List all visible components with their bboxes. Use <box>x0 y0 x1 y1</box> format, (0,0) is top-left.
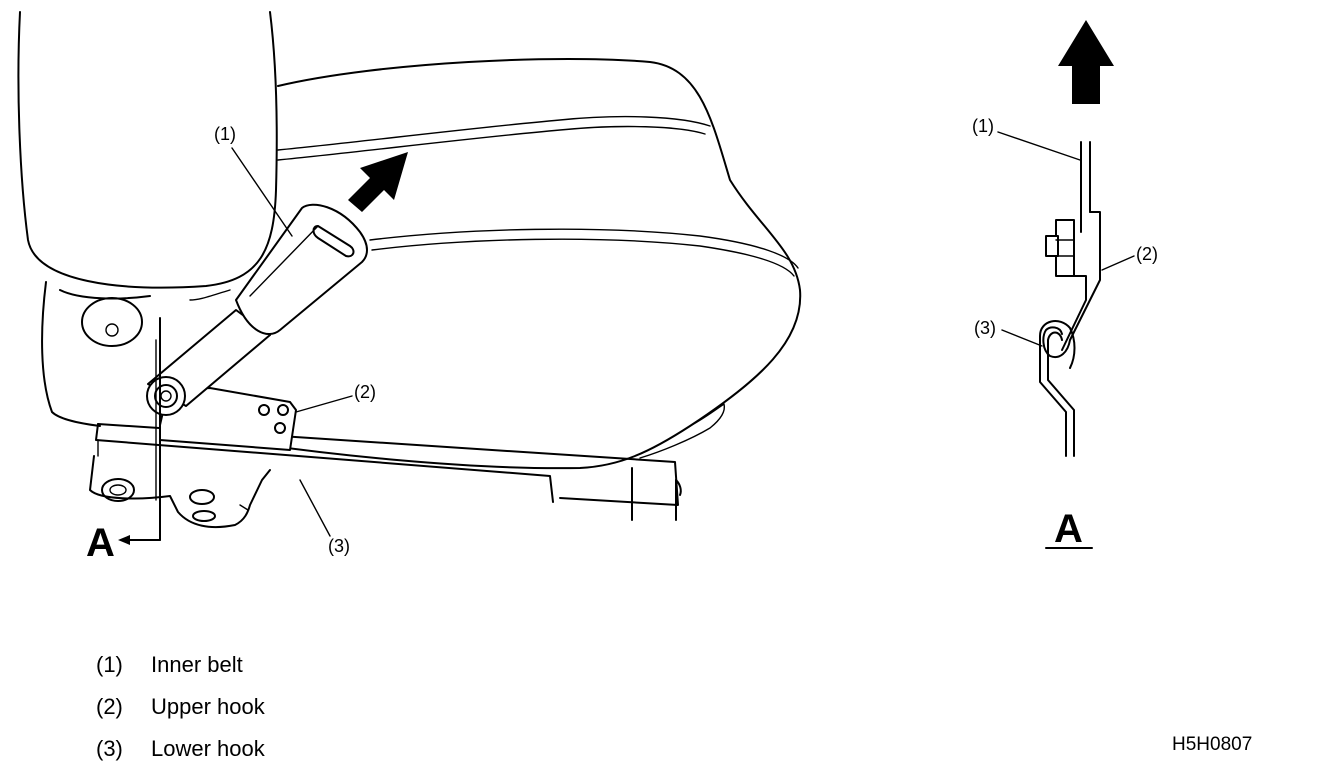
legend-item: (1) Inner belt <box>96 644 265 686</box>
anchor-bolt <box>146 376 186 416</box>
view-label-left: A <box>86 521 115 565</box>
bold-arrow-up-right-icon <box>348 152 408 212</box>
legend-number: (1) <box>96 652 123 677</box>
inner-belt-buckle <box>235 203 368 335</box>
legend-label: Lower hook <box>151 736 265 761</box>
detail-upper-hook <box>1042 211 1101 358</box>
callout-left-1: (1) <box>214 124 236 144</box>
callout-right-1: (1) <box>972 116 994 136</box>
detail-lower-hook <box>1039 320 1076 457</box>
legend-label: Inner belt <box>151 652 243 677</box>
callout-left-2: (2) <box>354 382 376 402</box>
callout-right-3: (3) <box>974 318 996 338</box>
figure-code: H5H0807 <box>1172 734 1253 755</box>
legend: (1) Inner belt (2) Upper hook (3) Lower … <box>96 644 265 770</box>
view-label-right: A <box>1054 507 1083 551</box>
recliner-knob <box>81 297 143 347</box>
legend-item: (3) Lower hook <box>96 728 265 770</box>
seat-back <box>17 11 278 289</box>
buckle-slot <box>312 225 355 258</box>
seat-cushion <box>229 58 802 470</box>
legend-number: (3) <box>96 736 123 761</box>
bold-arrow-up-icon <box>1058 20 1114 104</box>
detail-view-a <box>997 20 1135 549</box>
legend-item: (2) Upper hook <box>96 686 265 728</box>
seat-illustration <box>17 11 802 545</box>
legend-number: (2) <box>96 694 123 719</box>
legend-label: Upper hook <box>151 694 265 719</box>
callout-right-2: (2) <box>1136 244 1158 264</box>
callout-left-3: (3) <box>328 536 350 556</box>
view-arrow-left-icon <box>118 535 130 545</box>
